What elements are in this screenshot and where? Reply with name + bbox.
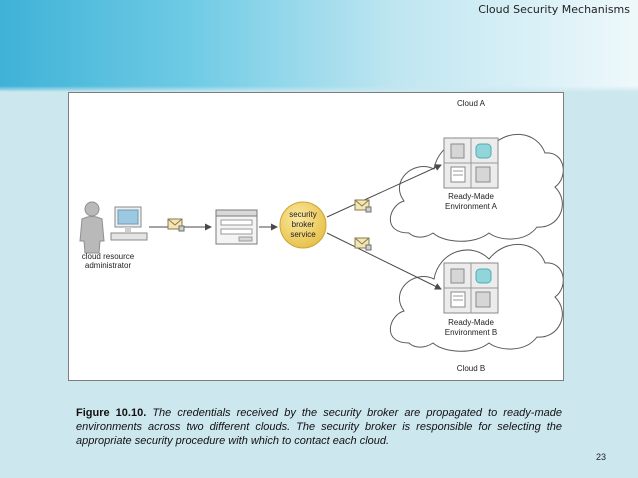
environment-a-icon (443, 137, 499, 189)
environment-b-label-line1: Ready-Made (448, 318, 494, 327)
diagram-svg: Ready-Made Environment A Cloud A Ready-M… (79, 99, 563, 373)
actor-label-line1: cloud resource (82, 252, 135, 261)
arrow-broker-to-environment-a (326, 164, 442, 218)
header-band (0, 0, 638, 92)
login-form-icon (215, 209, 258, 245)
propagated-envelope-a-icon (354, 199, 372, 213)
computer-icon (110, 206, 148, 241)
environment-a-label-line1: Ready-Made (448, 192, 494, 201)
arrow-broker-to-environment-b (326, 232, 442, 290)
figure: Ready-Made Environment A Cloud A Ready-M… (68, 92, 564, 381)
figure-caption: Figure 10.10. The credentials received b… (76, 406, 562, 448)
environment-a-label-line2: Environment A (445, 202, 498, 211)
cloud-b: Ready-Made Environment B Cloud B (389, 244, 563, 373)
cloud-b-label: Cloud B (457, 364, 485, 373)
broker-label-line1: security (289, 210, 317, 219)
credentials-envelope-icon (167, 218, 185, 232)
person-icon (79, 201, 105, 254)
security-broker-icon (279, 201, 327, 249)
broker-label-line2: broker (292, 220, 315, 229)
cloud-a: Ready-Made Environment A Cloud A (389, 99, 563, 242)
caption-text: The credentials received by the security… (76, 407, 562, 447)
page-number: 23 (595, 452, 606, 462)
slide-title: Cloud Security Mechanisms (478, 3, 630, 16)
propagated-envelope-b-icon (354, 237, 372, 251)
environment-b-icon (443, 262, 499, 314)
actor-label-line2: administrator (85, 261, 132, 270)
environment-b-label-line2: Environment B (445, 328, 497, 337)
caption-label: Figure 10.10. (76, 407, 147, 419)
cloud-a-label: Cloud A (457, 99, 486, 108)
broker-label-line3: service (290, 230, 316, 239)
